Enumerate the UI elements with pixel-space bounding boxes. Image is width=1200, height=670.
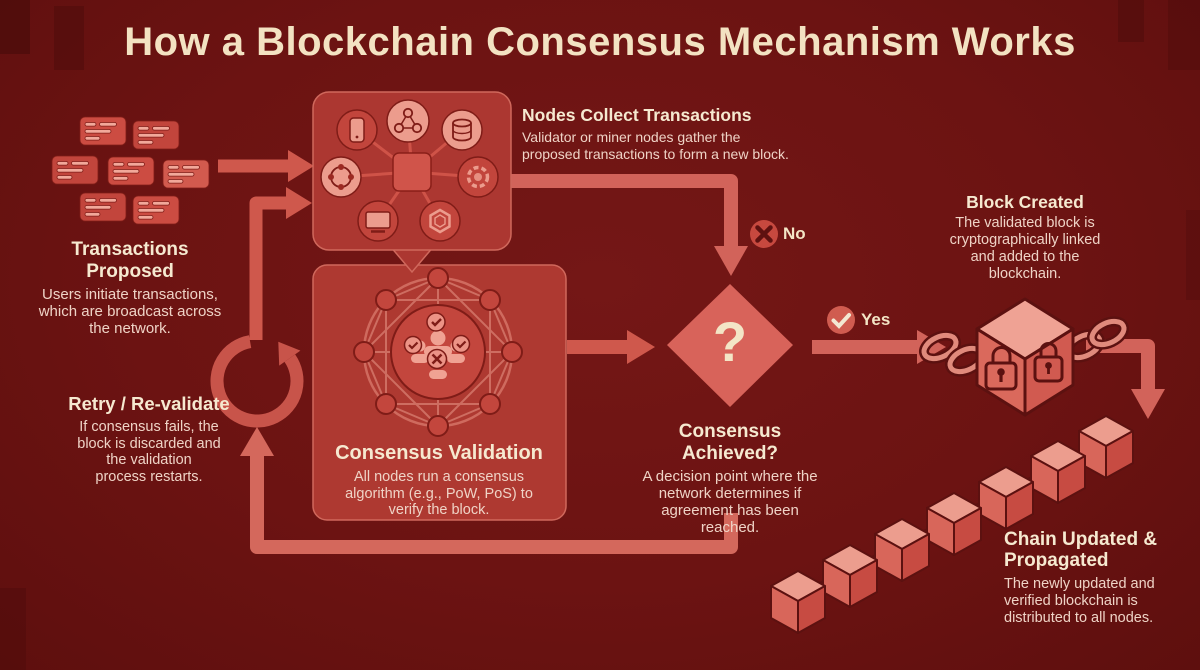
step-heading: Chain Updated & Propagated — [1004, 529, 1158, 571]
transaction-card — [162, 159, 210, 189]
step-body: If consensus fails, the block is discard… — [77, 419, 221, 486]
phone-icon — [336, 109, 378, 151]
network-icon — [320, 156, 362, 198]
arrow-retry-to-nodes — [249, 187, 312, 340]
step-body: All nodes run a consensus algorithm (e.g… — [345, 469, 533, 519]
step-body: Validator or miner nodes gather the prop… — [522, 129, 789, 162]
decor-block — [1186, 210, 1200, 300]
block-cube — [919, 297, 1129, 417]
step-heading: Consensus Achieved? — [678, 421, 782, 464]
step-heading: Nodes Collect Transactions — [522, 105, 752, 125]
share-icon — [386, 99, 430, 143]
no-badge-icon — [750, 220, 778, 248]
arrow-block-to-chain — [1086, 339, 1165, 419]
blockchain-cube — [874, 518, 930, 582]
check-badge — [403, 335, 423, 355]
decor-block — [0, 588, 26, 670]
ring-icon — [457, 156, 499, 198]
database-icon — [441, 109, 483, 151]
step-body: The newly updated and verified blockchai… — [1004, 575, 1155, 626]
step-heading: Retry / Re-validate — [68, 393, 230, 414]
padlock-icon — [984, 346, 1018, 391]
monitor-icon — [357, 200, 399, 242]
decision-question-mark: ? — [712, 310, 748, 373]
check-badge — [451, 334, 471, 354]
step-heading: Block Created — [966, 192, 1084, 212]
transaction-card — [132, 120, 180, 150]
arrow-nodes-to-decision — [511, 174, 748, 276]
step-body: The validated block is cryptographically… — [949, 215, 1101, 283]
step-heading: Transactions Proposed — [71, 239, 189, 282]
step-chain-updated: Chain Updated & Propagated The newly upd… — [1004, 529, 1200, 627]
blockchain-cube — [926, 492, 982, 556]
hexagon-icon — [419, 200, 461, 242]
blockchain-cube — [822, 544, 878, 608]
transaction-card — [132, 195, 180, 225]
step-nodes-collect: Nodes Collect Transactions Validator or … — [522, 105, 822, 163]
decor-block — [1168, 0, 1200, 70]
cross-badge — [426, 348, 448, 370]
yes-label: Yes — [861, 310, 891, 329]
step-heading: Consensus Validation — [335, 442, 543, 464]
step-block-created: Block Created The validated block is cry… — [927, 192, 1123, 283]
arrow-validation-to-decision — [567, 330, 655, 364]
blockchain-cube — [978, 466, 1034, 530]
hub-node — [392, 152, 432, 192]
yes-badge-icon — [827, 306, 855, 334]
step-body: A decision point where the network deter… — [642, 468, 818, 536]
blockchain-cube — [1030, 440, 1086, 504]
check-badge — [426, 312, 446, 332]
transaction-card — [51, 155, 99, 185]
step-transactions-proposed: Transactions Proposed Users initiate tra… — [27, 239, 233, 338]
blockchain-chain — [770, 415, 1134, 634]
arrow-transactions-to-nodes — [218, 150, 314, 182]
step-body: Users initiate transactions, which are b… — [38, 286, 222, 337]
decision-diamond — [667, 284, 793, 407]
page-title: How a Blockchain Consensus Mechanism Wor… — [124, 20, 1076, 64]
arrow-decision-return-to-retry — [240, 427, 738, 554]
consensus-network-icon — [353, 267, 523, 437]
transaction-cards — [51, 116, 210, 225]
blockchain-cube — [1078, 415, 1134, 479]
transaction-card — [107, 156, 155, 186]
chain-link-icon — [1063, 316, 1129, 363]
decor-block — [54, 6, 84, 70]
decor-block — [0, 0, 30, 54]
nodes-collect-panel — [312, 91, 512, 251]
step-consensus-validation: Consensus Validation All nodes run a con… — [320, 442, 558, 519]
padlock-icon — [1033, 342, 1064, 383]
transaction-card — [79, 192, 127, 222]
step-consensus-achieved: Consensus Achieved? A decision point whe… — [632, 421, 828, 537]
no-label: No — [783, 224, 806, 243]
blockchain-cube — [770, 570, 826, 634]
step-retry-revalidate: Retry / Re-validate If consensus fails, … — [64, 393, 234, 486]
retry-cycle-icon — [210, 335, 304, 428]
decor-block — [1118, 0, 1144, 42]
transaction-card — [79, 116, 127, 146]
